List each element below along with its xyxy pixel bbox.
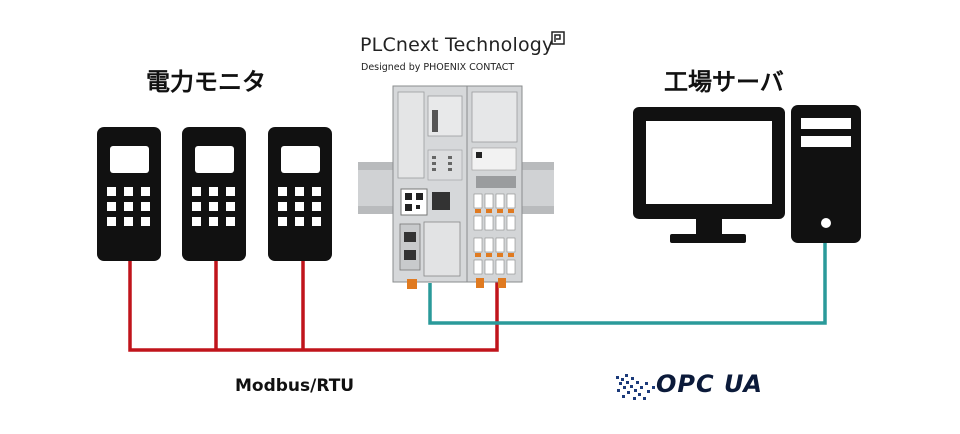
phoenix-logo-icon bbox=[551, 31, 565, 45]
desktop-computer-icon bbox=[633, 105, 861, 243]
power-meter-icon bbox=[182, 127, 246, 261]
power-meter-icon bbox=[268, 127, 332, 261]
plc-title: PLCnext Technology bbox=[360, 34, 554, 56]
pc-tower-icon bbox=[791, 105, 861, 243]
factory-server-label: 工場サーバ bbox=[664, 68, 784, 96]
opc-ua-line bbox=[428, 240, 827, 325]
modbus-line-main bbox=[128, 230, 499, 352]
monitor-icon bbox=[633, 107, 785, 243]
plc-controller-image bbox=[358, 85, 554, 289]
opc-ua-label: OPC UA bbox=[656, 370, 763, 398]
plc-subtitle: Designed by PHOENIX CONTACT bbox=[361, 62, 515, 73]
opc-ua-logo bbox=[616, 374, 655, 400]
modbus-wiring bbox=[128, 230, 499, 352]
power-meter-icon bbox=[97, 127, 161, 261]
power-meters-label: 電力モニタ bbox=[146, 68, 266, 96]
modbus-label: Modbus/RTU bbox=[235, 376, 355, 396]
